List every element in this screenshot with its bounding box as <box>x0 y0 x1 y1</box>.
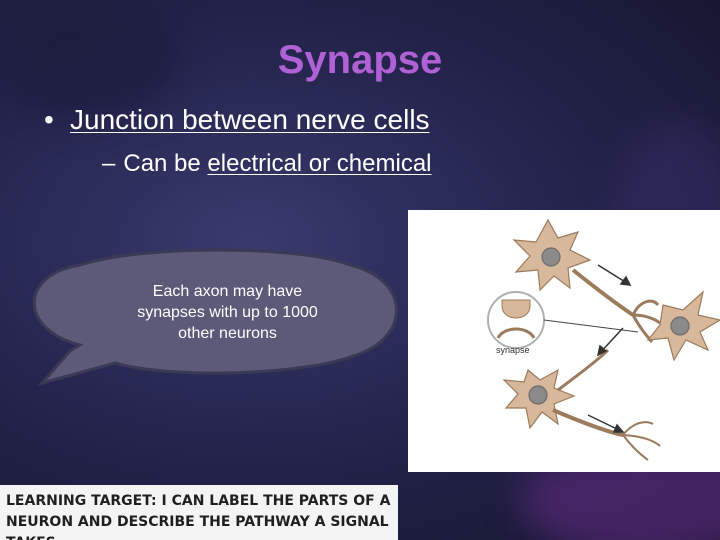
sub-bullet-prefix: Can be <box>123 150 208 177</box>
synapse-label: synapse <box>496 345 530 355</box>
learning-target-box: LEARNING TARGET: I CAN LABEL THE PARTS O… <box>0 485 398 540</box>
slide-title: Synapse <box>0 38 720 83</box>
background-glow <box>0 0 180 120</box>
callout-line: synapses with up to 1000 <box>137 304 318 321</box>
synapse-inset <box>487 291 639 349</box>
learning-target-text: LEARNING TARGET: I CAN LABEL THE PARTS O… <box>6 493 391 540</box>
callout-line: Each axon may have <box>152 283 303 300</box>
neuron-top <box>512 218 635 317</box>
callout-bubble: Each axon may have synapses with up to 1… <box>20 245 410 395</box>
neuron-synapse-diagram: synapse <box>408 210 720 472</box>
neuron-right <box>631 290 720 362</box>
bullet-text: Junction between nerve cells <box>70 104 430 135</box>
callout-text: Each axon may have synapses with up to 1… <box>100 281 355 344</box>
bullet-marker: • <box>44 104 54 135</box>
neuron-middle <box>502 348 661 461</box>
sub-bullet-underlined: electrical or chemical <box>207 150 432 177</box>
sub-bullet-item: – Can be electrical or chemical <box>102 150 432 178</box>
speech-bubble-shape <box>32 248 398 386</box>
signal-arrows <box>587 264 632 433</box>
sub-bullet-marker: – <box>102 150 116 177</box>
callout-line: other neurons <box>178 325 277 342</box>
neuron-illustration <box>487 218 720 461</box>
slide-title-text: Synapse <box>277 38 443 82</box>
bullet-item-1: • Junction between nerve cells <box>44 104 430 136</box>
